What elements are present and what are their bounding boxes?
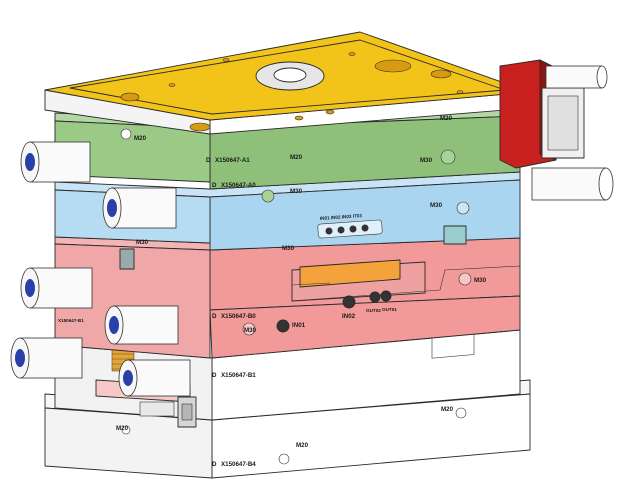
bolt-hole	[440, 149, 456, 165]
thread-label: M30	[420, 157, 433, 164]
guide-pin	[102, 187, 177, 229]
ejector-housing	[54, 322, 521, 428]
out01-connector	[380, 290, 392, 302]
guide-pin	[10, 337, 83, 379]
thread-label: M20	[440, 115, 453, 122]
bolt-hole	[189, 122, 211, 132]
guide-pin	[104, 305, 179, 345]
top-clamp-plate	[44, 31, 531, 140]
bolt-hole	[456, 201, 470, 215]
prefix-a1: D	[206, 157, 211, 164]
bolt-hole	[278, 453, 290, 465]
plate-labels: D X150647-A1 M20 M20 M20 D X150647-A0 M3…	[58, 115, 487, 468]
in01-port	[325, 227, 333, 235]
bracket	[119, 248, 135, 270]
out01-label: OUT01	[382, 307, 397, 312]
out02-label: OUT02	[366, 308, 381, 313]
bolt-hole	[120, 128, 132, 140]
bracket	[443, 225, 467, 245]
thread-label: M30	[136, 239, 149, 246]
bolt-hole	[120, 92, 140, 102]
plate-id-b4: X150647-B4	[221, 461, 256, 468]
bolt-hole	[242, 322, 256, 336]
plate-id-a0: X150647-A0	[221, 182, 256, 189]
hot-half-insert	[299, 259, 401, 288]
bolt-hole	[430, 69, 452, 79]
thread-label: M30	[282, 245, 295, 252]
plate-id-b1: X150647-B1	[221, 372, 256, 379]
prefix-a0: D	[212, 182, 217, 189]
in02-label: IN02	[342, 313, 356, 320]
manifold-block	[499, 59, 585, 169]
connector-group-label: IN01 IN02 IN03 IT03	[320, 213, 363, 221]
prefix-b4: D	[212, 461, 217, 468]
pocket	[374, 59, 412, 73]
bolt-hole	[261, 189, 275, 203]
guide-pins	[10, 65, 614, 397]
thread-label: M20	[296, 442, 309, 449]
in01-connector	[276, 319, 290, 333]
thread-label: M30	[430, 202, 443, 209]
thread-label: M30	[244, 327, 257, 334]
thread-label: M30	[474, 277, 487, 284]
prefix-b0: D	[212, 313, 217, 320]
bolt-hole	[121, 425, 131, 435]
guide-pin	[531, 167, 614, 201]
thread-label: M20	[134, 135, 147, 142]
plate-id-b0: X150647-B0	[221, 313, 256, 320]
thread-label: M20	[290, 154, 303, 161]
plate-id-a1: X150647-A1	[215, 157, 250, 164]
b-plate	[54, 229, 521, 359]
thread-label: M30	[290, 188, 303, 195]
guide-pin	[545, 65, 608, 89]
bolt-hole	[458, 272, 472, 286]
guide-pin	[20, 141, 91, 183]
in01-label: IN01	[292, 322, 306, 329]
it03-port	[361, 224, 369, 232]
in02-port	[337, 226, 345, 234]
bolt-hole	[455, 407, 467, 419]
thread-label: M20	[116, 425, 129, 432]
guide-pin	[20, 267, 93, 309]
in03-port	[349, 225, 357, 233]
thread-label: M20	[441, 406, 454, 413]
out02-connector	[369, 291, 381, 303]
in02-connector	[342, 295, 356, 309]
prefix-b1: D	[212, 372, 217, 379]
plate-id-b6: X150647-B1	[58, 318, 84, 323]
guide-pin	[118, 359, 191, 397]
